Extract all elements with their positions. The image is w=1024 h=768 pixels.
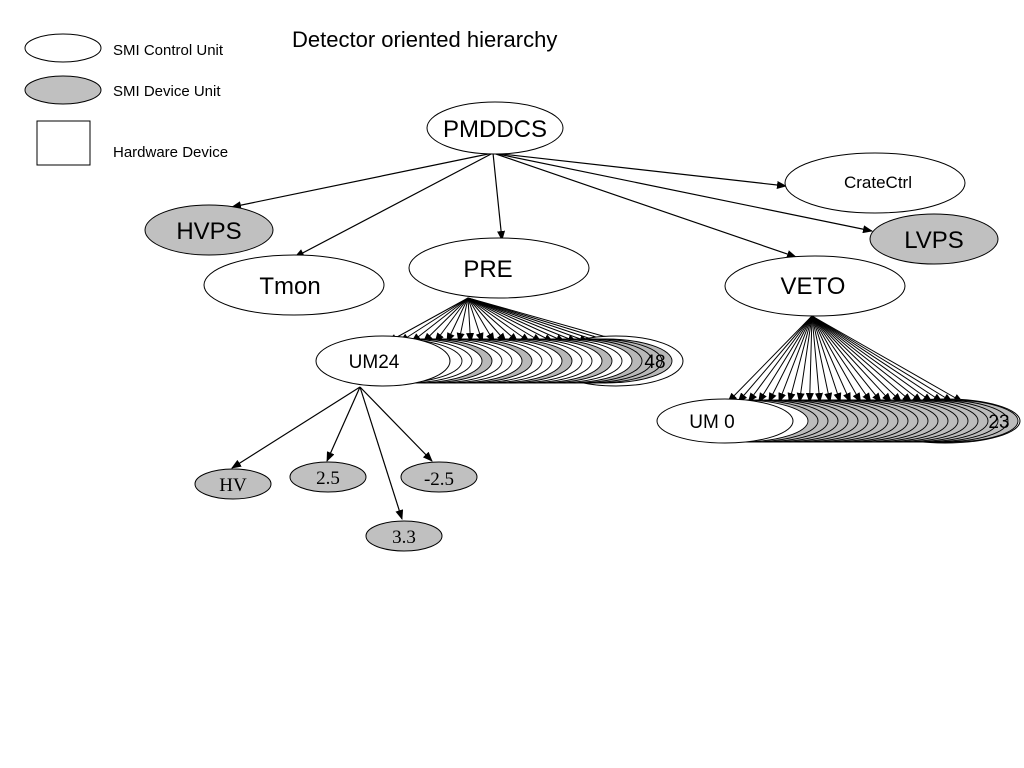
node-minus-2-5[interactable]: -2.5 — [400, 461, 478, 493]
node-3-3[interactable]: 3.3 — [365, 520, 443, 552]
um24-child-edges — [231, 386, 433, 520]
node-3-3-label: 3.3 — [392, 527, 416, 548]
edge-um24-33 — [359, 386, 404, 520]
edge-pre-um — [467, 297, 555, 343]
edge-pre-um — [387, 297, 469, 343]
edge-veto-um — [737, 315, 813, 403]
node-tmon-label: Tmon — [259, 273, 320, 300]
edge-root-lvps — [492, 152, 873, 234]
node-lvps[interactable]: LVPS — [869, 213, 999, 265]
edge-veto-um — [778, 315, 813, 403]
edge-root-cratectrl — [492, 152, 787, 189]
edge-um24-hv — [231, 386, 361, 469]
edge-veto-um — [787, 315, 813, 403]
diagram-title: Detector oriented hierarchy — [292, 27, 557, 52]
edge-um24-m25 — [359, 386, 433, 462]
edge-pre-um — [467, 297, 507, 343]
legend-device-unit-swatch — [24, 75, 102, 105]
edge-pre-um — [467, 297, 484, 343]
node-tmon[interactable]: Tmon — [203, 254, 385, 316]
node-pre[interactable]: PRE — [408, 237, 590, 299]
edge-pre-um — [467, 297, 625, 344]
node-hvps-label: HVPS — [176, 218, 241, 245]
edge-veto-um — [811, 315, 944, 403]
legend-control-unit-label: SMI Control Unit — [113, 42, 224, 59]
node-cratectrl-label: CrateCtrl — [844, 173, 912, 192]
edge-um24-25 — [326, 386, 361, 462]
edge-veto-um — [811, 315, 892, 403]
node-hv[interactable]: HV — [194, 468, 272, 500]
edge-pre-um — [446, 297, 469, 343]
node-um24-label: UM24 — [349, 352, 400, 373]
edge-veto-um — [811, 315, 903, 403]
legend-hardware-device-swatch — [36, 120, 91, 166]
veto-fan-edges — [727, 315, 964, 403]
legend-control-unit-swatch — [24, 33, 102, 63]
edge-pre-um — [467, 297, 495, 343]
node-um0-label: UM 0 — [689, 412, 734, 433]
edge-veto-um — [747, 315, 813, 403]
node-hvps[interactable]: HVPS — [144, 204, 274, 256]
edge-pre-um — [422, 297, 469, 343]
edge-root-tmon — [294, 152, 494, 258]
node-veto[interactable]: VETO — [724, 255, 906, 317]
legend-hardware-device-label: Hardware Device — [113, 144, 228, 161]
node-pmddcs[interactable]: PMDDCS — [426, 101, 564, 155]
node-minus-2-5-label: -2.5 — [424, 469, 454, 490]
edge-pre-um — [467, 297, 566, 343]
edge-pre-um — [410, 297, 469, 343]
edge-veto-um — [811, 315, 923, 403]
node-cratectrl[interactable]: CrateCtrl — [784, 152, 966, 214]
edge-root-hvps — [231, 152, 494, 210]
legend: SMI Control Unit SMI Device Unit Hardwar… — [24, 33, 228, 166]
node-um48-label: 48 — [644, 352, 665, 373]
edge-veto-um — [811, 315, 872, 403]
edge-veto-um — [768, 315, 813, 403]
edge-root-pre — [492, 152, 506, 241]
edge-pre-um — [467, 297, 602, 343]
node-pmddcs-label: PMDDCS — [443, 116, 547, 143]
edge-pre-um — [467, 297, 543, 343]
edge-pre-um — [467, 297, 614, 344]
edge-pre-um — [467, 297, 578, 343]
node-um24[interactable]: UM24 — [315, 335, 451, 387]
edge-veto-um — [811, 315, 851, 403]
node-2-5[interactable]: 2.5 — [289, 461, 367, 493]
um0-23-unit-stack — [671, 398, 1021, 444]
edge-veto-um — [811, 315, 964, 403]
edge-pre-um — [466, 297, 475, 343]
edge-pre-um — [467, 297, 531, 343]
edge-pre-um — [456, 297, 469, 343]
edge-veto-um — [811, 315, 842, 403]
edge-pre-um — [467, 297, 519, 343]
node-um23-label: 23 — [988, 412, 1009, 433]
edge-pre-um — [467, 297, 590, 343]
edge-veto-um — [811, 315, 823, 403]
node-hv-label: HV — [219, 475, 247, 496]
node-veto-label: VETO — [781, 273, 846, 300]
legend-device-unit-label: SMI Device Unit — [113, 83, 221, 100]
edge-veto-um — [805, 315, 814, 403]
edge-veto-um — [811, 315, 913, 403]
node-pre-label: PRE — [463, 256, 512, 283]
edge-veto-um — [758, 315, 813, 403]
node-lvps-label: LVPS — [904, 227, 964, 254]
edge-veto-um — [727, 315, 813, 403]
edge-veto-um — [811, 315, 862, 403]
edge-veto-um — [811, 315, 954, 403]
edge-veto-um — [811, 315, 933, 403]
edge-veto-um — [811, 315, 833, 403]
edge-pre-um — [434, 297, 469, 343]
edge-veto-um — [796, 315, 813, 403]
root-edges — [231, 152, 873, 258]
edge-root-veto — [492, 152, 797, 258]
node-2-5-label: 2.5 — [316, 468, 340, 489]
pre-fan-edges — [387, 297, 625, 344]
node-um0[interactable]: UM 0 — [656, 398, 794, 444]
edge-veto-um — [811, 315, 882, 403]
